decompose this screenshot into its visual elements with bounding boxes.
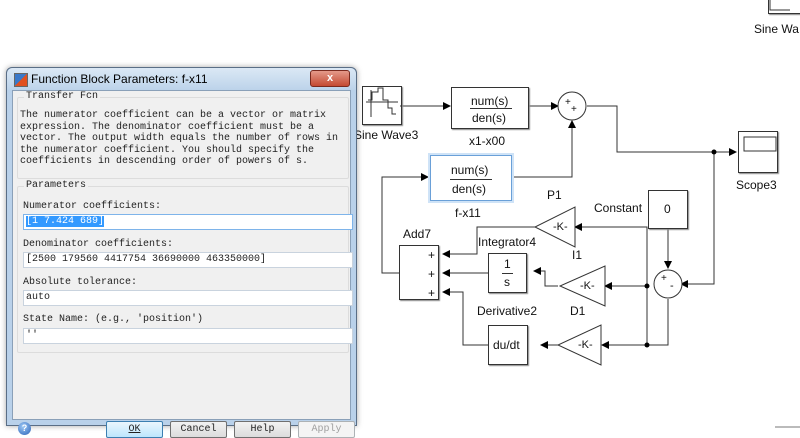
p1-gain: -K- [553,221,568,233]
description-line: The numerator coefficient can be a vecto… [20,110,327,121]
help-icon[interactable]: ? [18,422,31,435]
derivative2-label: Derivative2 [477,304,538,318]
integrator4-block[interactable]: 1 s [488,253,527,293]
line-i1-to-integrator [533,267,558,287]
sine-wave3-label: Sine Wave3 [354,128,419,142]
scrollbar[interactable] [775,426,800,428]
state-name-input[interactable]: '' [23,328,353,344]
absolute-tolerance-label: Absolute tolerance: [23,277,138,288]
constant-value: 0 [664,202,671,216]
sum-error-block [653,269,683,299]
cancel-button[interactable]: Cancel [170,421,227,438]
fraction-bar [470,108,512,109]
derivative2-block[interactable]: du/dt [488,325,528,365]
parameters-group: Parameters [17,180,349,353]
fraction-bar [502,273,513,274]
sine-wave-block-top[interactable] [768,0,800,14]
block-type-title: Transfer Fcn [24,91,101,102]
dialog-titlebar[interactable]: Function Block Parameters: f-x11 x [7,68,356,90]
d1-label: D1 [570,304,586,318]
line-feedback-to-errsum [680,152,715,288]
line-derivative-to-add7 [442,288,488,346]
p1-label: P1 [547,188,562,202]
block-description: The numerator coefficient can be a vecto… [20,110,338,168]
add7-label: Add7 [403,227,432,241]
dialog-body: Transfer Fcn The numerator coefficient c… [12,90,355,438]
help-button[interactable]: Help [234,421,291,438]
gain-p1-block [533,206,576,248]
sum-top-sign-2: + [571,104,577,115]
sine-wave-glyph [368,87,396,115]
sum-err-sign-2: - [670,280,674,292]
add7-sign-1: + [428,248,436,262]
dialog-title: Function Block Parameters: f-x11 [31,72,208,86]
sine-wave-top-label: Sine Wa [754,22,799,36]
line-p1-to-add7 [442,226,535,258]
add7-block[interactable]: + + + [399,245,439,300]
simulink-canvas[interactable]: Sine Wave3 Sine Wa num(s) den(s) x1-x00 … [0,0,800,428]
constant-label: Constant [594,201,643,215]
i1-label: I1 [572,248,583,262]
parameters-title: Parameters [24,180,89,191]
line-to-p1 [574,223,648,345]
integrator4-label: Integrator4 [478,235,537,249]
line-sum-to-scope [587,105,737,156]
denominator-label: Denominator coefficients: [23,239,174,250]
signal-lines [366,0,790,366]
description-line: coefficients in descending order of powe… [20,156,309,167]
description-line: vector. The output width equals the numb… [20,133,339,144]
absolute-tolerance-value: auto [26,292,51,303]
numerator-input[interactable]: [1 7.424 689] [23,214,353,230]
integrator4-den: s [504,275,510,289]
f-x11-block[interactable]: num(s) den(s) [430,155,512,201]
line-fx11-to-sum [512,120,576,178]
simulink-app-icon [14,73,28,87]
apply-button[interactable]: Apply [298,421,355,438]
gain-i1-block [558,265,606,307]
close-icon: x [326,72,334,84]
fraction-bar [450,179,492,180]
help-icon-glyph: ? [21,423,28,433]
sum-err-sign-1: + [661,273,667,284]
x1-x00-den: den(s) [472,111,507,125]
x1-x00-block[interactable]: num(s) den(s) [451,87,529,129]
x1-x00-num: num(s) [471,94,509,108]
close-button[interactable]: x [310,70,350,87]
i1-gain: -K- [580,280,595,292]
junction-dot [711,149,717,155]
scope3-label: Scope3 [736,178,777,192]
scope-screen-glyph [743,136,777,152]
denominator-value: [2500 179560 4417754 36690000 463350000] [26,254,267,265]
junction-dot [644,342,650,348]
block-description-group: Transfer Fcn The numerator coefficient c… [17,91,349,179]
add7-sign-3: + [428,286,436,300]
scope3-block[interactable] [738,131,778,173]
x1-x00-label: x1-x00 [469,134,506,148]
sum-top-sign-1: + [565,97,571,108]
junction-dot [644,283,650,289]
sine-wave3-block[interactable] [362,86,402,125]
derivative2-text: du/dt [493,338,520,352]
sum-top-block [557,91,587,121]
function-block-parameters-dialog: Function Block Parameters: f-x11 x Trans… [6,67,357,438]
numerator-value: [1 7.424 689] [26,216,105,227]
d1-gain: -K- [578,339,593,351]
line-add7-to-fx11 [381,173,429,274]
integrator4-num: 1 [504,257,511,271]
f-x11-label: f-x11 [455,206,481,220]
f-x11-den: den(s) [452,182,487,196]
constant-block[interactable]: 0 [648,190,688,229]
add7-sign-2: + [428,267,436,281]
absolute-tolerance-input[interactable]: auto [23,290,353,306]
description-line: expression. The denominator coefficient … [20,121,315,133]
state-name-value: '' [26,330,39,341]
denominator-input[interactable]: [2500 179560 4417754 36690000 463350000] [23,252,353,268]
line-errsum-out [647,299,669,346]
numerator-label: Numerator coefficients: [23,201,162,212]
f-x11-num: num(s) [451,163,489,177]
state-name-label: State Name: (e.g., 'position') [23,314,204,325]
ok-button[interactable]: OK [106,421,163,438]
gain-d1-block [556,324,602,366]
description-line: the numerator coefficient. You should sp… [20,144,315,156]
